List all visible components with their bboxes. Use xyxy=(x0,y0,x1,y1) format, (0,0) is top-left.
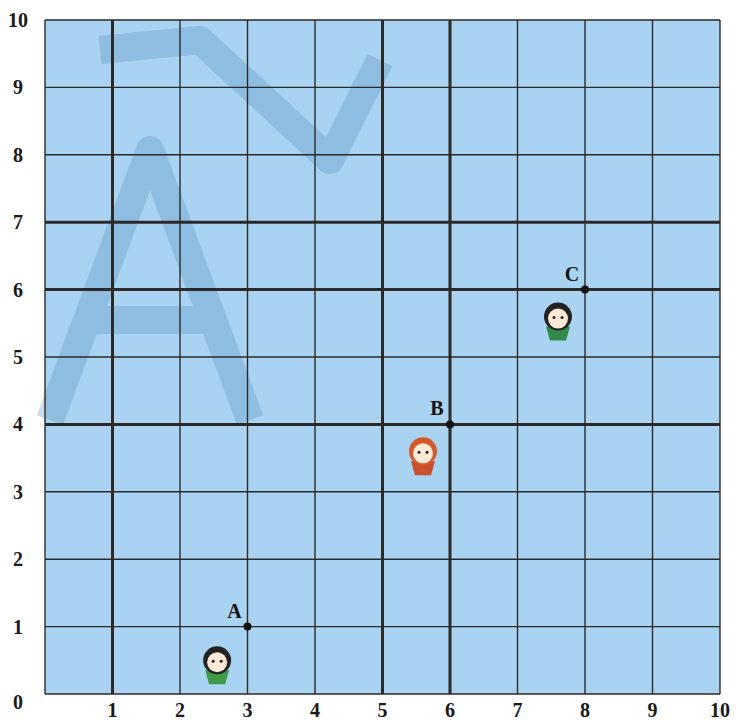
grid-line xyxy=(45,559,720,560)
axis-number: 10 xyxy=(8,10,28,30)
axis-number: 6 xyxy=(13,280,23,300)
grid-line xyxy=(45,154,720,155)
grid-ground xyxy=(45,20,720,694)
axis-number: 4 xyxy=(13,414,23,434)
child-eye xyxy=(561,316,564,319)
axis-number: 9 xyxy=(648,700,658,720)
axis-number: 2 xyxy=(175,700,185,720)
grid-line xyxy=(45,693,720,694)
axis-number: 9 xyxy=(13,77,23,97)
grid-line xyxy=(45,288,720,291)
axis-number: 1 xyxy=(108,700,118,720)
point-label: A xyxy=(226,601,242,621)
child-figure xyxy=(203,646,231,684)
child-figure xyxy=(544,303,572,341)
axis-number: 2 xyxy=(13,549,23,569)
axis-number: 3 xyxy=(13,482,23,502)
child-eye xyxy=(418,451,421,454)
axis-number: 4 xyxy=(310,700,320,720)
axis-number: 8 xyxy=(13,145,23,165)
child-eye xyxy=(212,660,215,663)
axis-number: 1 xyxy=(13,617,23,637)
point-dot xyxy=(581,286,589,294)
axis-number: 0 xyxy=(13,692,23,712)
child-hair xyxy=(544,303,572,331)
axis-number: 3 xyxy=(243,700,253,720)
watermark-stroke xyxy=(90,306,215,334)
point-label: C xyxy=(564,264,580,284)
axis-number: 5 xyxy=(13,347,23,367)
grid-line xyxy=(45,626,720,627)
grid-line xyxy=(45,423,720,426)
grid-line xyxy=(45,491,720,492)
child-figure xyxy=(409,437,437,475)
child-eye xyxy=(426,451,429,454)
child-face xyxy=(413,443,433,463)
point-label: B xyxy=(429,398,444,418)
watermark xyxy=(50,40,380,420)
child-face xyxy=(207,652,227,672)
grid-line xyxy=(45,19,720,20)
child-hair xyxy=(203,646,231,674)
axis-number: 6 xyxy=(445,700,455,720)
axis-number: 8 xyxy=(580,700,590,720)
grid-line xyxy=(45,356,720,357)
point-dot xyxy=(446,420,454,428)
axis-number: 5 xyxy=(378,700,388,720)
grid-line xyxy=(45,87,720,88)
child-eye xyxy=(553,316,556,319)
watermark-stroke xyxy=(50,150,250,420)
grid-line xyxy=(45,221,720,224)
child-eye xyxy=(220,660,223,663)
watermark-stroke xyxy=(100,40,380,160)
axis-number: 7 xyxy=(513,700,523,720)
child-hair xyxy=(409,437,437,465)
point-dot xyxy=(244,623,252,631)
axis-number: 7 xyxy=(13,212,23,232)
child-face xyxy=(548,309,568,329)
axis-number: 10 xyxy=(710,700,730,720)
